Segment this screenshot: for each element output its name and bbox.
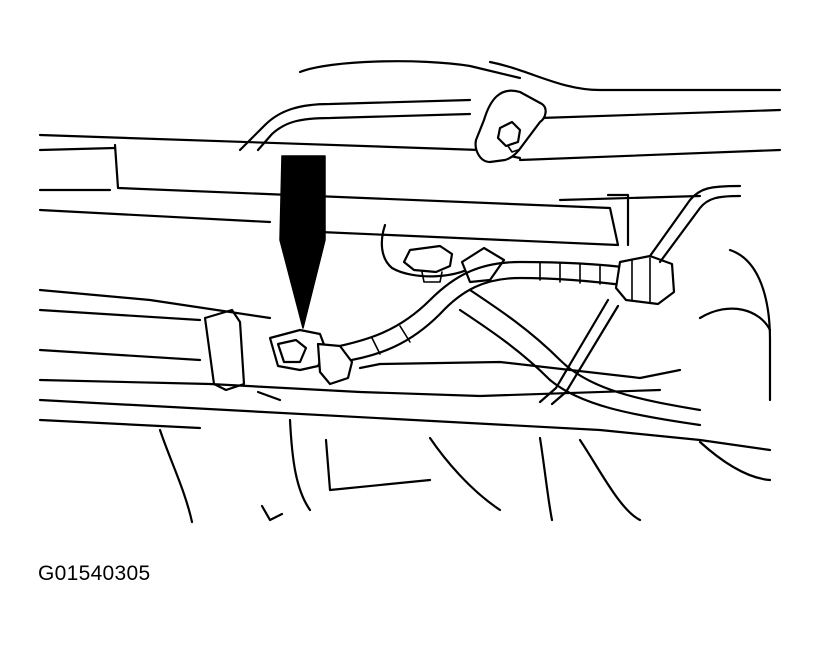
suspension-components <box>158 248 772 524</box>
hose-clamp <box>203 308 246 392</box>
axle-lower-structure <box>38 288 772 452</box>
frame-rail <box>38 133 630 247</box>
vehicle-body-outline <box>238 60 782 202</box>
brake-line-fitting <box>268 328 354 386</box>
pointer-arrow <box>279 155 326 329</box>
rigid-brake-line <box>538 184 742 406</box>
union-fitting <box>614 254 676 306</box>
figure-code: G01540305 <box>38 562 151 585</box>
undercarriage-line-drawing <box>38 60 782 524</box>
brake-hose <box>328 260 702 427</box>
housing <box>380 223 506 284</box>
mounting-bracket <box>474 89 547 164</box>
